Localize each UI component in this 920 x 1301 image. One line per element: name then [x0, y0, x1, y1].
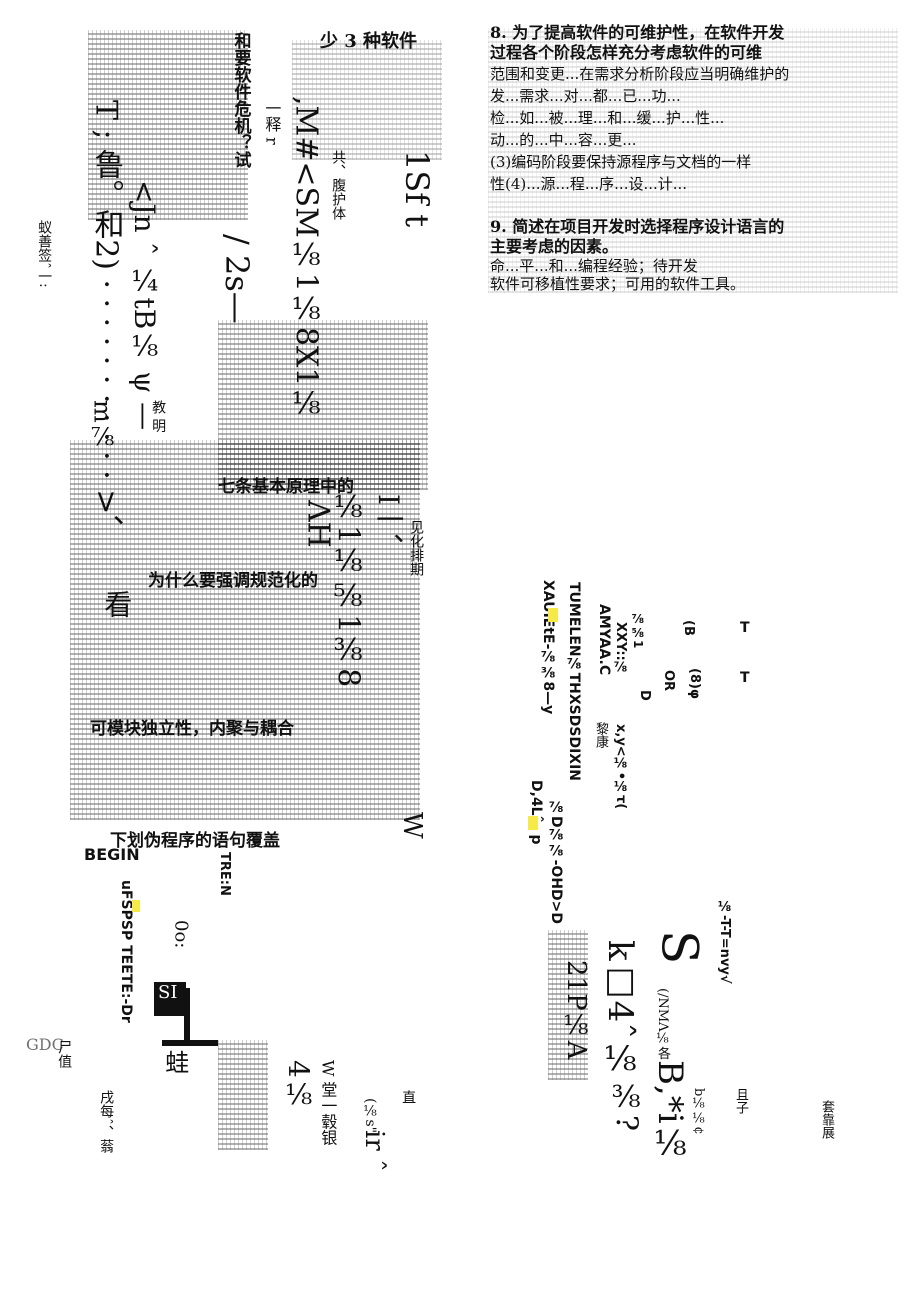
scan-noise-left-mid: [292, 40, 442, 160]
garbled-text: T: [740, 670, 750, 686]
question-title-left: 和要软件危机？试: [230, 32, 251, 168]
heading-standardization: 为什么要强调规范化的: [148, 571, 318, 591]
wrong-label: 蛙: [160, 1050, 189, 1074]
garbled-text: XXY::⅞: [612, 622, 628, 676]
side-label: 见化排期: [408, 520, 425, 576]
handwritten-dots: T ; 鲁。和2) · · · · · · · · · · · >、: [88, 100, 124, 545]
heading-seven-principles: 七条基本原理中的: [218, 477, 354, 497]
question-title-3-types: 少 3 种软件: [320, 31, 418, 52]
handwritten-num: W 堂一毂银: [318, 1060, 338, 1146]
small-label: 且子: [732, 1088, 748, 1114]
handwritten-sym: m⅞: [88, 400, 117, 451]
body-line: 命...平...和...编程经验；待开发: [490, 257, 698, 275]
garbled-text: D: [636, 690, 652, 701]
handwritten-sym: / 2s—: [217, 234, 256, 324]
body-line: 软件可移植性要求；可用的软件工具。: [490, 275, 746, 293]
scan-noise-right: [488, 28, 898, 293]
handwritten-num: 4⅛: [282, 1060, 316, 1111]
heading-module-independence: 可模块独立性，内聚与耦合: [90, 719, 294, 739]
horizontal-bar: [162, 1040, 218, 1046]
scan-noise-center: [218, 320, 428, 490]
handwritten-frac: b⅛⅛¢: [690, 1088, 706, 1135]
small-handwritten: 共、腹护体: [330, 150, 347, 220]
scan-noise-right-bottom: [548, 930, 588, 1080]
body-line: 检...如...被...理...和...缓...护...性...: [490, 109, 725, 127]
body-line: (3)编码阶段要保持源程序与文档的一样: [490, 153, 752, 171]
scan-noise-bottom: [218, 1040, 268, 1150]
garbled-text: T: [740, 620, 750, 636]
handwritten-big: B,*i⅛: [650, 1060, 691, 1164]
body-line: 范围和变更...在需求分析阶段应当明确维护的: [490, 65, 790, 83]
highlight-mark: [132, 900, 140, 912]
small-handwritten: 一释 r: [262, 100, 282, 145]
highlight-mark: [528, 816, 538, 830]
garbled-text: TUMELEN⅞THXSDSDIXIN: [566, 582, 583, 782]
question-8-title-cont: 过程各个阶段怎样充分考虑软件的可维: [490, 43, 763, 62]
handwritten-frac: (/NMΛ⅛各: [654, 988, 670, 1060]
bottom-label: 尸值: [56, 1040, 73, 1068]
garbled-text: ⅞⅝1: [630, 612, 645, 649]
garbled-text: AMYAA.C: [596, 604, 613, 676]
handwritten-big: k□4ˆ⅛: [600, 940, 641, 1080]
sl-box: SI: [154, 982, 186, 1016]
body-line: 发...需求...对...都...已...功...: [490, 87, 681, 105]
garbled-text: (8)φ: [686, 668, 702, 700]
question-9-title-cont: 主要考虑的因素。: [490, 237, 619, 256]
garbled-text: XAUIEtE-⅞⅜8—y: [540, 580, 557, 715]
garbled-text: x,y<⅛•⅛τ(: [612, 724, 628, 810]
body-line: 性(4)...源...程...序...设...计...: [490, 175, 688, 193]
garbled-text: (B: [680, 620, 696, 636]
handwritten-sym: I一、: [372, 494, 406, 562]
code-snippet: uFSPSP TEETE:-Dr: [118, 880, 135, 1023]
zero-label: 0o:: [170, 920, 192, 949]
body-line: 动...的...中...容...更...: [490, 131, 637, 149]
garbled-text: OR: [660, 670, 676, 692]
small-handwritten: 教 明: [150, 400, 167, 433]
highlight-mark: [548, 608, 558, 622]
code-begin: BEGIN: [84, 845, 140, 864]
code-then: TRE:N: [216, 852, 232, 896]
heading-statement-coverage: 下划伪程序的语句覆盖: [110, 831, 280, 851]
handwritten-sym: 1Sf t: [397, 150, 436, 228]
question-9-title: 9. 简述在项目开发时选择程序设计语言的: [490, 217, 785, 236]
vertical-bar: [184, 988, 190, 1044]
handwritten-sym: W: [396, 812, 427, 839]
garbled-text: 黎康: [592, 722, 608, 748]
bottom-label: GDC: [26, 1035, 64, 1054]
handwritten-sym: ΛH: [300, 500, 336, 548]
bottom-label: 戌每ˆ、蓊: [98, 1090, 115, 1153]
handwritten-sym: 看: [100, 590, 134, 618]
scan-noise-left-top: [88, 30, 248, 220]
bottom-label: 直: [400, 1090, 417, 1104]
sl-box-label: SI: [158, 982, 178, 1003]
handwritten-big-s: S: [650, 930, 709, 965]
handwritten-num: 21P⅛A: [560, 960, 591, 1060]
question-8-title: 8. 为了提高软件的可维护性，在软件开发: [490, 23, 785, 42]
handwritten-sym: <Jn ˆ ¼tB⅛ ψ —: [128, 180, 162, 431]
handwritten-pct: ⅜?: [608, 1080, 644, 1132]
scan-noise-body: [70, 440, 420, 820]
handwritten-big: ,M#<SM⅛1⅛8X1⅛: [288, 96, 324, 422]
handwritten-frac: ⅛-T-T=nvy√: [716, 900, 732, 984]
handwritten-num: ir ˆ: [358, 1130, 389, 1173]
handwritten-num: (⅛s": [362, 1098, 379, 1134]
far-label: 套靠展: [818, 1100, 834, 1139]
handwritten-fraction: ⅛1⅛⅝1⅜8: [330, 490, 366, 688]
margin-label: 蚁善签ˆ一:: [36, 220, 53, 288]
garbled-text: D,4Lˆ_ p: [528, 780, 545, 845]
garbled-text: ⅞D⅞⅞-OHD>D: [548, 800, 565, 925]
